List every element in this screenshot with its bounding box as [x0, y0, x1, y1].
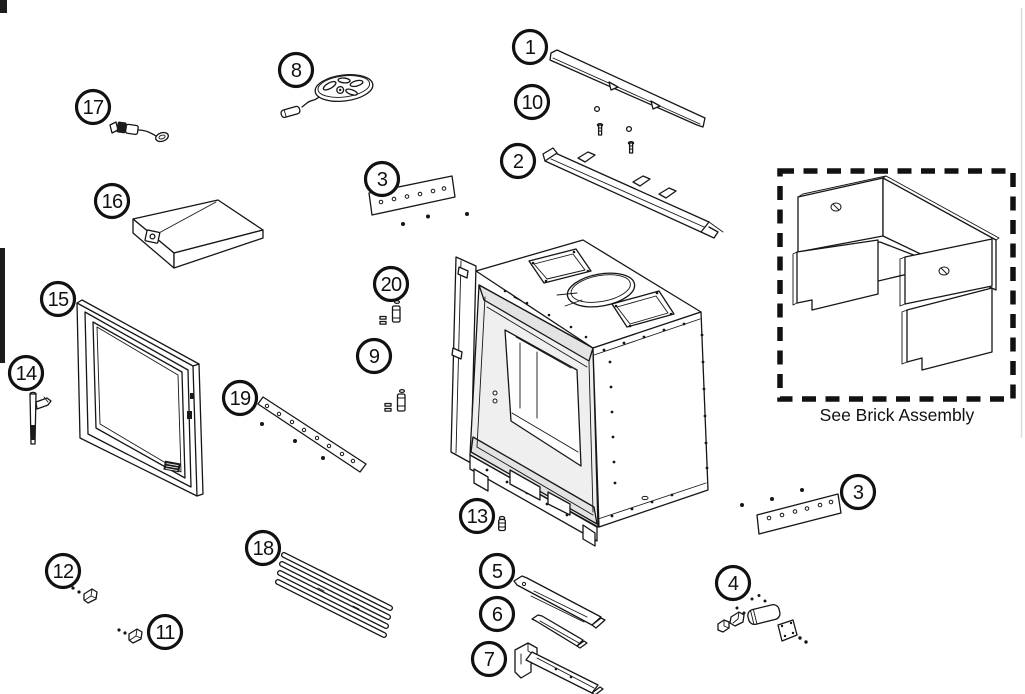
callout-1-circle: [511, 28, 549, 66]
callout-13-number: 13: [467, 506, 488, 528]
callout-4-number: 4: [728, 573, 739, 595]
callout-6-circle: [478, 595, 516, 633]
brick-assembly-inset: See Brick Assembly: [777, 168, 1016, 425]
part-drawing-bottom-bracket: [514, 642, 604, 694]
part-drawing-clip-13: [498, 515, 506, 532]
callout-12-number: 12: [53, 561, 74, 583]
callout-20-number: 20: [381, 274, 402, 296]
callout-19-number: 19: [230, 388, 251, 410]
callout-2: 2: [499, 142, 537, 180]
callout-12: 12: [44, 552, 82, 590]
callout-5-number: 5: [492, 561, 503, 583]
part-drawing-damper: [280, 73, 374, 119]
callout-17-circle: [74, 88, 112, 126]
callout-9-circle: [355, 337, 393, 375]
part-drawing-top-bracket: [542, 147, 724, 239]
callout-10-circle: [513, 83, 551, 121]
callout-15: 15: [39, 280, 77, 318]
part-drawing-hardware-4: [717, 594, 808, 644]
callout-6: 6: [478, 595, 516, 633]
brick-assembly-drawing: [792, 175, 1000, 371]
callout-1: 1: [511, 28, 549, 66]
callout-14-circle: [7, 354, 45, 392]
callout-7: 7: [470, 640, 508, 678]
part-drawing-strip-19: [257, 396, 367, 473]
part-drawing-slide-plate: [513, 575, 606, 629]
callout-10-number: 10: [522, 92, 543, 114]
callout-13-circle: [458, 497, 496, 535]
callout-8-number: 8: [291, 60, 302, 82]
part-drawing-door: [76, 299, 204, 497]
callout-9-number: 9: [369, 346, 380, 368]
callout-18-number: 18: [253, 538, 274, 560]
part-drawing-clip-12: [71, 586, 98, 604]
callout-3-right-circle: [839, 473, 877, 511]
callout-11-circle: [146, 613, 184, 651]
callout-19: 19: [221, 379, 259, 417]
brick-assembly-dashed-border: [777, 168, 1016, 402]
callout-12-circle: [44, 552, 82, 590]
callout-3-right-number: 3: [853, 482, 864, 504]
callout-14: 14: [7, 354, 45, 392]
part-drawing-clip-20: [379, 299, 401, 325]
callout-11-number: 11: [155, 622, 175, 644]
callout-5-circle: [478, 552, 516, 590]
callout-20-circle: [372, 265, 410, 303]
callout-3-right: 3: [839, 473, 877, 511]
part-drawing-baffle: [132, 199, 264, 269]
part-drawing-grille: [275, 552, 393, 638]
callout-13: 13: [458, 497, 496, 535]
part-drawing-igniter: [109, 121, 169, 143]
callout-6-number: 6: [492, 604, 503, 626]
part-drawing-door-pin: [29, 391, 52, 445]
callout-14-number: 14: [16, 363, 37, 385]
callout-4-circle: [714, 564, 752, 602]
callout-1-number: 1: [525, 37, 536, 59]
part-drawing-strip-3-upper: [368, 175, 469, 226]
callout-17-number: 17: [83, 97, 104, 119]
callout-2-circle: [499, 142, 537, 180]
callout-18-circle: [244, 529, 282, 567]
brick-assembly-note: See Brick Assembly: [820, 405, 975, 425]
part-drawing-clip-11: [117, 628, 143, 644]
callout-3-upper: 3: [363, 160, 401, 198]
page-edge-marks: [0, 0, 1023, 438]
part-drawing-screws-10: [593, 105, 635, 154]
callout-15-number: 15: [48, 289, 69, 311]
callout-16-circle: [93, 182, 131, 220]
callout-2-number: 2: [513, 151, 524, 173]
callout-17: 17: [74, 88, 112, 126]
part-drawing-firebox-cabinet: [450, 239, 709, 547]
callout-3-upper-circle: [363, 160, 401, 198]
part-drawing-top-trim: [549, 49, 706, 128]
callout-4: 4: [714, 564, 752, 602]
callout-16: 16: [93, 182, 131, 220]
part-drawing-strip-3-right: [740, 488, 842, 535]
callout-7-number: 7: [484, 649, 495, 671]
callout-7-circle: [470, 640, 508, 678]
callout-15-circle: [39, 280, 77, 318]
callout-11: 11: [146, 613, 184, 651]
callout-18: 18: [244, 529, 282, 567]
part-drawing-clip-9: [384, 388, 406, 412]
callout-16-number: 16: [102, 191, 123, 213]
callout-19-circle: [221, 379, 259, 417]
callout-3-upper-number: 3: [377, 169, 388, 191]
callout-20: 20: [372, 265, 410, 303]
part-drawing-strip-6: [531, 614, 588, 649]
callout-10: 10: [513, 83, 551, 121]
callout-9: 9: [355, 337, 393, 375]
callout-8: 8: [277, 51, 315, 89]
callout-5: 5: [478, 552, 516, 590]
callout-8-circle: [277, 51, 315, 89]
